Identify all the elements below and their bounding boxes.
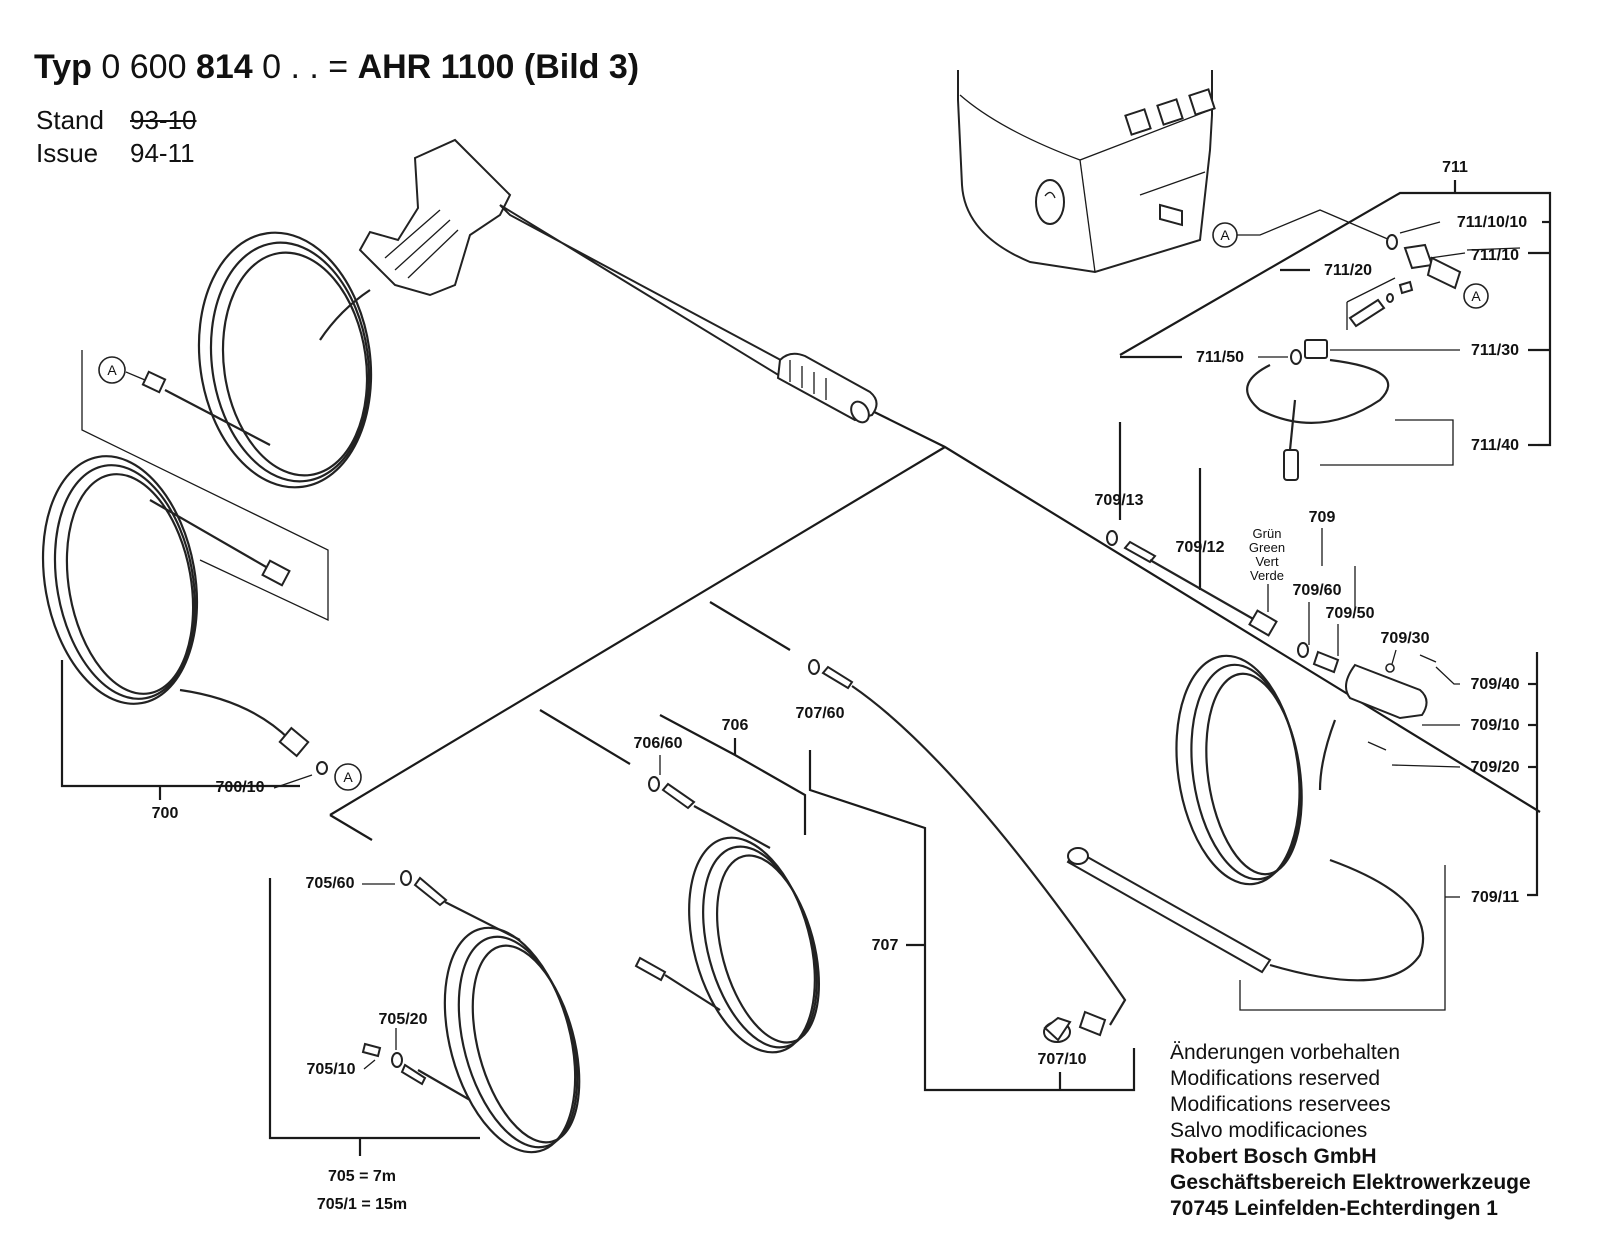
footer-line-de: Änderungen vorbehalten	[1170, 1041, 1401, 1064]
bracket-lines	[60, 180, 1552, 1156]
label-707-60: 707/60	[796, 705, 845, 722]
issue-value: 94-11	[130, 138, 195, 168]
label-706-60: 706/60	[634, 735, 683, 752]
code-c: 0 . . =	[262, 48, 349, 86]
label-709-12: 709/12	[1176, 539, 1225, 556]
label-709-11: 709/11	[1471, 889, 1519, 906]
stand-row: Stand 93-10	[36, 104, 197, 137]
label-709-40: 709/40	[1471, 676, 1520, 693]
label-711-30: 711/30	[1471, 342, 1519, 359]
color-de: Grün	[1253, 526, 1282, 541]
gun-hose-coil	[197, 231, 373, 489]
footer-line-fr: Modifications reservees	[1170, 1093, 1391, 1116]
footer-line-en: Modifications reserved	[1170, 1067, 1381, 1090]
label-711-50: 711/50	[1196, 349, 1244, 366]
code-b: 814	[195, 48, 253, 86]
label-705-10: 705/10	[307, 1061, 356, 1078]
spray-gun	[358, 138, 878, 424]
typ-label: Typ	[34, 48, 92, 86]
label-711: 711	[1442, 159, 1468, 176]
label-711-10: 711/10	[1471, 247, 1519, 264]
company-division: Geschäftsbereich Elektrowerkzeuge	[1170, 1171, 1531, 1194]
label-700: 700	[152, 805, 179, 822]
issue-row: Issue 94-11	[36, 137, 197, 170]
hose-706	[634, 776, 821, 1054]
ref-a-hose-start: A	[107, 362, 117, 378]
stand-label: Stand	[36, 105, 104, 135]
model-name: AHR 1100 (Bild 3)	[357, 48, 640, 86]
revision-info: Stand 93-10 Issue 94-11	[36, 104, 197, 170]
label-709-10: 709/10	[1471, 717, 1520, 734]
label-705-20: 705/20	[379, 1011, 428, 1028]
label-711-20: 711/20	[1324, 262, 1372, 279]
footer-line-es: Salvo modificaciones	[1170, 1119, 1368, 1142]
label-706: 706	[722, 717, 749, 734]
label-707: 707	[872, 937, 899, 954]
diagram-title: Typ 0 600 814 0 . . = AHR 1100 (Bild 3)	[34, 48, 639, 87]
label-711-40: 711/40	[1471, 437, 1519, 454]
ref-a-pump: A	[1220, 227, 1230, 243]
label-709: 709	[1309, 509, 1336, 526]
color-en: Green	[1249, 540, 1285, 555]
label-709-20: 709/20	[1471, 759, 1520, 776]
color-es: Verde	[1250, 568, 1284, 583]
callout-labels: A A A A 700 700/10 705/60 705/20 705/10 …	[107, 159, 1550, 1213]
assembly-711	[1237, 209, 1489, 481]
ref-a-711: A	[1471, 288, 1481, 304]
label-709-13: 709/13	[1095, 492, 1144, 509]
footer-notes: Änderungen vorbehalten Modifications res…	[1170, 1040, 1531, 1222]
company-address: 70745 Leinfelden-Echterdingen 1	[1170, 1197, 1498, 1220]
hose-705	[361, 870, 581, 1154]
pump-housing	[957, 70, 1238, 274]
label-709-60: 709/60	[1293, 582, 1342, 599]
code-a: 0 600	[101, 48, 187, 86]
lance-707	[808, 659, 1127, 1043]
label-711-10-10: 711/10/10	[1457, 214, 1527, 231]
label-707-10: 707/10	[1038, 1051, 1087, 1068]
label-700-10: 700/10	[216, 779, 265, 796]
label-709-30: 709/30	[1381, 630, 1430, 647]
issue-label: Issue	[36, 138, 99, 168]
assembly-709	[1066, 530, 1446, 1011]
stand-value: 93-10	[130, 105, 197, 135]
label-705: 705 = 7m	[328, 1168, 396, 1185]
ref-a-700: A	[343, 769, 353, 785]
company-name: Robert Bosch GmbH	[1170, 1145, 1377, 1168]
hose-700	[41, 350, 362, 791]
color-fr: Vert	[1255, 554, 1279, 569]
label-709-50: 709/50	[1326, 605, 1375, 622]
label-705-60: 705/60	[306, 875, 355, 892]
label-705-1: 705/1 = 15m	[317, 1196, 407, 1213]
